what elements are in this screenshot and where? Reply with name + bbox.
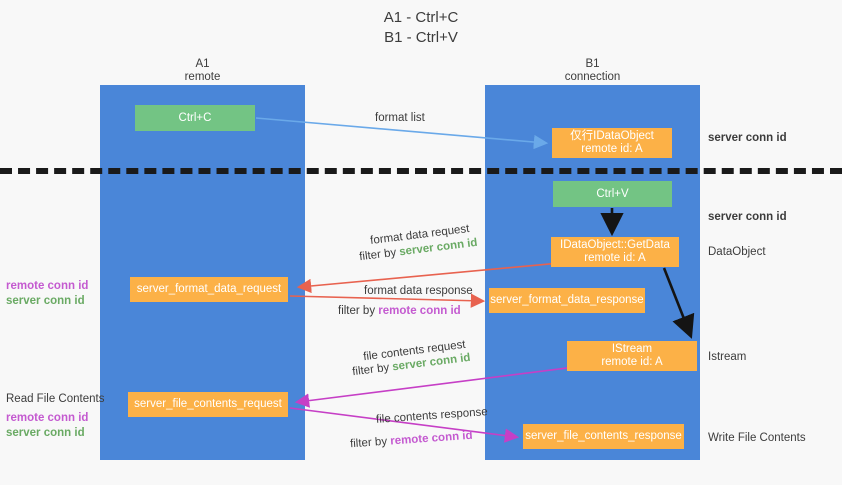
box-getdata-line2: remote id: A — [584, 252, 646, 264]
box-idataobject-line1: 仅行IDataObject — [570, 130, 654, 142]
filter-value-remote-conn-id-2: remote conn id — [389, 429, 473, 448]
label-write-file-contents: Write File Contents — [708, 432, 806, 444]
title-line-1: A1 - Ctrl+C — [383, 9, 459, 26]
filter-by-text-2: filter by — [338, 305, 379, 317]
label-server-conn-id-mid: server conn id — [708, 211, 787, 223]
box-ctrl-v[interactable]: Ctrl+V — [553, 181, 672, 207]
column-b1-role: connection — [564, 71, 621, 83]
filter-value-remote-conn-id-1: remote conn id — [378, 305, 461, 317]
column-header-b1: B1 connection — [485, 58, 700, 84]
label-server-conn-id-3: server conn id — [6, 295, 85, 307]
column-a1-role: remote — [184, 71, 221, 83]
label-dataobject: DataObject — [708, 246, 766, 258]
filter-by-text-1: filter by — [358, 246, 401, 264]
label-remote-conn-id-1: remote conn id — [6, 280, 89, 292]
title-line-2: B1 - Ctrl+V — [384, 29, 458, 46]
box-istream-line2: remote id: A — [601, 356, 663, 368]
label-conn-ids-format: remote conn id server conn id — [6, 279, 102, 309]
filter-by-text-3: filter by — [351, 361, 394, 379]
box-istream-line1: IStream — [611, 343, 653, 355]
label-istream: Istream — [708, 351, 747, 363]
divider-dashed-line — [0, 168, 842, 174]
arrow-label-format-list: format list — [375, 112, 425, 124]
label-server-conn-id-4: server conn id — [6, 427, 85, 439]
arrow-label-filter-remote-conn-id-1: filter by remote conn id — [338, 304, 461, 319]
label-remote-conn-id-2: remote conn id — [6, 412, 89, 424]
page-title: A1 - Ctrl+C B1 - Ctrl+V — [0, 8, 842, 48]
box-server-format-data-request[interactable]: server_format_data_request — [130, 277, 288, 302]
label-read-file-contents: Read File Contents — [6, 393, 105, 405]
filter-by-text-4: filter by — [349, 435, 391, 451]
label-conn-ids-file: remote conn id server conn id — [6, 411, 102, 441]
box-server-file-contents-response[interactable]: server_file_contents_response — [523, 424, 684, 449]
arrow-label-filter-remote-conn-id-2: filter by remote conn id — [350, 429, 473, 453]
column-b1-name: B1 — [585, 58, 600, 70]
box-idataobject-line2: remote id: A — [581, 143, 643, 155]
arrow-label-format-data-response: format data response — [364, 285, 473, 297]
box-getdata-line1: IDataObject::GetData — [560, 239, 670, 251]
column-header-a1: A1 remote — [100, 58, 305, 84]
box-server-file-contents-request[interactable]: server_file_contents_request — [128, 392, 288, 417]
arrow-label-file-contents-response: file contents response — [375, 406, 489, 426]
box-server-format-data-response[interactable]: server_format_data_response — [489, 288, 645, 313]
box-ctrl-c[interactable]: Ctrl+C — [135, 105, 255, 131]
box-idataobject[interactable]: 仅行IDataObject remote id: A — [552, 128, 672, 158]
column-a1-name: A1 — [195, 58, 210, 70]
box-istream[interactable]: IStream remote id: A — [567, 341, 697, 371]
box-idataobject-getdata[interactable]: IDataObject::GetData remote id: A — [551, 237, 679, 267]
label-server-conn-id-top: server conn id — [708, 132, 787, 144]
